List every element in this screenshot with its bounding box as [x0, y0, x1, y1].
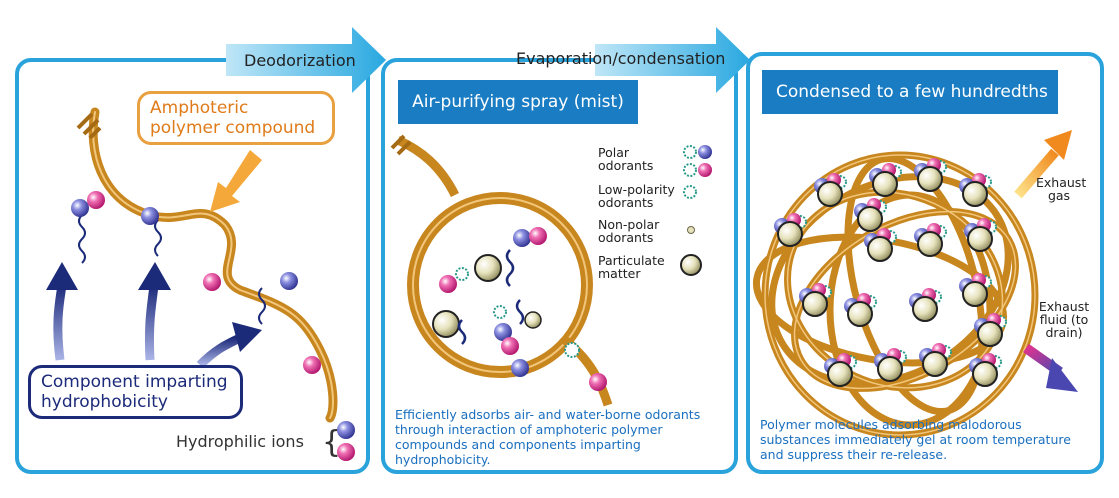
- particulate: [524, 311, 542, 329]
- trapped-particle: [777, 221, 803, 247]
- ion-plus-legend: [337, 443, 355, 461]
- hydrophobic-tail: [154, 219, 162, 257]
- polymer-pointer-arrow: [210, 150, 262, 212]
- component-label: Component imparting hydrophobicity: [28, 365, 243, 419]
- ion-plus: [87, 191, 105, 209]
- spray-caption: Efficiently adsorbs air- and water-borne…: [395, 407, 701, 467]
- odorant: [455, 267, 469, 281]
- trapped-particle: [962, 181, 988, 207]
- legend-icons: [680, 145, 712, 276]
- trapped-particle: [912, 296, 938, 322]
- exhaust-fluid-arrow: [1023, 343, 1078, 392]
- ions-label: Hydrophilic ions: [176, 432, 304, 451]
- trapped-particle: [972, 361, 998, 387]
- legend-low-polarity: Low-polarity odorants: [598, 182, 675, 210]
- spray-title: Air-purifying spray (mist): [398, 80, 638, 124]
- ion-plus: [203, 273, 221, 291]
- trapped-particle: [877, 356, 903, 382]
- ions-brace: {: [322, 425, 341, 460]
- trapped-particle: [857, 206, 883, 232]
- trapped-particle: [962, 281, 988, 307]
- exhaust-fluid-label: Exhaust fluid (to drain): [1038, 299, 1090, 340]
- particulate: [474, 254, 502, 282]
- trapped-particle: [827, 361, 853, 387]
- hydrophobicity-arrows: [46, 262, 262, 369]
- ion-minus-legend: [337, 421, 355, 439]
- panel-condensed: [746, 52, 1104, 474]
- legend-polar: Polar odorants: [598, 145, 654, 173]
- trapped-particle: [967, 226, 993, 252]
- trapped-particle: [977, 321, 1003, 347]
- ion-minus: [280, 272, 298, 290]
- odorant: [493, 305, 507, 319]
- condensed-title: Condensed to a few hundredths: [762, 70, 1058, 114]
- ion-minus: [71, 199, 89, 217]
- flow-label-deodorization: Deodorization: [244, 51, 356, 70]
- ion-plus: [501, 337, 519, 355]
- trapped-particle: [917, 166, 943, 192]
- polymer-label: Amphoteric polymer compound: [137, 91, 335, 145]
- trapped-particle: [917, 231, 943, 257]
- trapped-particle: [922, 351, 948, 377]
- condensed-caption: Polymer molecules adsorbing malodorous s…: [760, 417, 1071, 462]
- trapped-particle: [872, 171, 898, 197]
- trapped-particle: [847, 301, 873, 327]
- ion-plus: [589, 373, 607, 391]
- mist-droplet: [390, 134, 613, 407]
- trapped-particle: [867, 236, 893, 262]
- trapped-particles: [774, 158, 1007, 387]
- chain-tip: [76, 112, 102, 140]
- ion-minus: [511, 359, 529, 377]
- ion-plus: [303, 356, 321, 374]
- exhaust-gas-label: Exhaust gas: [1036, 175, 1087, 203]
- panel-spray: [381, 58, 738, 474]
- trapped-particle: [802, 291, 828, 317]
- flow-label-evaporation: Evaporation/condensation: [516, 49, 726, 68]
- odorant: [564, 342, 580, 358]
- legend-non-polar: Non-polar odorants: [598, 217, 660, 245]
- trapped-particle: [817, 181, 843, 207]
- flow-arrow-deodorization: [226, 27, 386, 93]
- hydrophobic-tail: [258, 287, 266, 325]
- particulate: [432, 310, 460, 338]
- exhaust-gas-arrow: [1014, 130, 1072, 199]
- legend-particulate: Particulate matter: [598, 253, 665, 281]
- hydrophobic-tail: [78, 214, 86, 264]
- ion-plus: [439, 275, 457, 293]
- flow-arrow-evaporation: [595, 27, 750, 93]
- ion-minus: [494, 323, 512, 341]
- ion-minus: [141, 207, 159, 225]
- ion-plus: [529, 227, 547, 245]
- ion-minus: [513, 229, 531, 247]
